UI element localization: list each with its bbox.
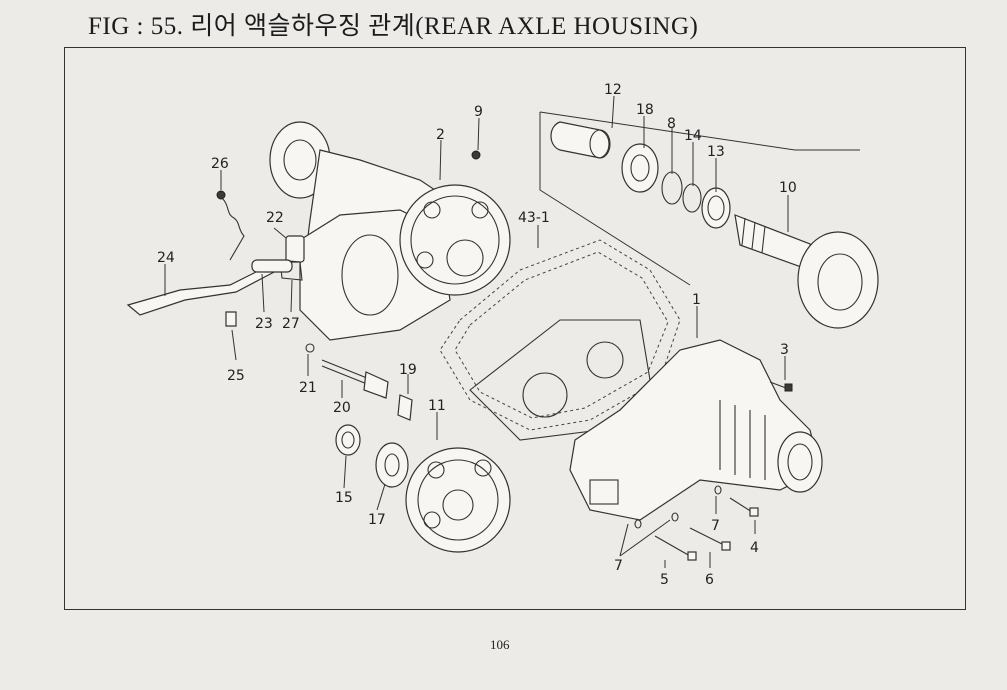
- callout-6: 6: [705, 572, 714, 588]
- page-number: 106: [490, 637, 510, 652]
- gear-part-2: [399, 184, 511, 296]
- shift-part-22: [285, 235, 305, 263]
- callout-27: 27: [282, 316, 300, 332]
- callout-14: 14: [684, 128, 702, 144]
- seal-part-13: [701, 187, 731, 229]
- diagram-frame: [64, 47, 966, 610]
- callout-2: 2: [436, 127, 445, 143]
- callout-9: 9: [474, 104, 483, 120]
- leader-lines: [164, 95, 789, 568]
- shaft-part-20: [321, 359, 373, 381]
- callout-43-1: 43-1: [518, 210, 550, 226]
- callout-7a: 7: [711, 518, 720, 534]
- ring-part-14: [682, 183, 702, 213]
- callout-21: 21: [299, 380, 317, 396]
- figure-title: FIG : 55. 리어 액슬하우징 관계(REAR AXLE HOUSING): [88, 13, 699, 40]
- gear-case-assembly: [269, 121, 511, 341]
- callout-8: 8: [667, 116, 676, 132]
- callout-labels: 1 2 3 4 5 6 7 7 8 9 10 11 12 13 14 15 17…: [157, 82, 797, 588]
- washer-part-7: [714, 485, 722, 495]
- callout-25: 25: [227, 368, 245, 384]
- plug-part-9: [471, 150, 481, 160]
- axle-shaft-assembly: [539, 111, 879, 329]
- fork-part-19: [397, 394, 413, 421]
- callout-1: 1: [692, 292, 701, 308]
- callout-18: 18: [636, 102, 654, 118]
- bolt-part-25: [225, 311, 237, 327]
- callout-26: 26: [211, 156, 229, 172]
- callout-5: 5: [660, 572, 669, 588]
- ring-part-8: [661, 171, 683, 205]
- bolt-part-6: [689, 527, 731, 551]
- callout-24: 24: [157, 250, 175, 266]
- bolt-part-4: [729, 497, 759, 517]
- callout-3: 3: [780, 342, 789, 358]
- callout-7b: 7: [614, 558, 623, 574]
- gear-part-11: [405, 447, 511, 553]
- callout-23: 23: [255, 316, 273, 332]
- clip-part-21: [305, 343, 315, 353]
- bush-part-12: [550, 121, 610, 159]
- callout-13: 13: [707, 144, 725, 160]
- callout-4: 4: [750, 540, 759, 556]
- callout-10: 10: [779, 180, 797, 196]
- seal-part-15: [335, 424, 361, 456]
- bearing-part-18: [621, 143, 659, 193]
- callout-12: 12: [604, 82, 622, 98]
- bearing-part-17: [375, 442, 409, 488]
- callout-15: 15: [335, 490, 353, 506]
- linkage-assembly: [126, 190, 293, 327]
- spring-part-26: [221, 197, 245, 261]
- rear-axle-housing-part-1: [569, 339, 823, 521]
- lever-part-24: [126, 264, 280, 316]
- rod-part-23: [251, 259, 293, 273]
- callout-22: 22: [266, 210, 284, 226]
- callout-17: 17: [368, 512, 386, 528]
- bolt-part-5: [654, 535, 697, 561]
- callout-11: 11: [428, 398, 446, 414]
- bolt-part-3: [769, 381, 793, 392]
- callout-19: 19: [399, 362, 417, 378]
- callout-20: 20: [333, 400, 351, 416]
